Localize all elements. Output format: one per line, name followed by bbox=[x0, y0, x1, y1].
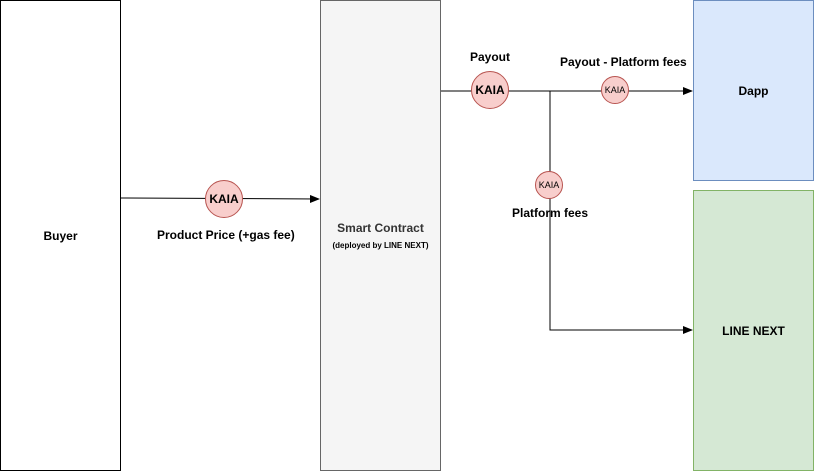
line-next-label: LINE NEXT bbox=[722, 323, 785, 338]
smart-contract-label: Smart Contract bbox=[337, 221, 424, 235]
line-next-node: LINE NEXT bbox=[693, 190, 814, 471]
product-price-label: Product Price (+gas fee) bbox=[157, 228, 295, 242]
payout-kaia-token-label: KAIA bbox=[475, 83, 505, 97]
platform-fees-label: Platform fees bbox=[512, 206, 589, 220]
smart-contract-node: Smart Contract (deployed by LINE NEXT) bbox=[320, 0, 441, 471]
product-kaia-token-label: KAIA bbox=[209, 192, 239, 206]
product-kaia-token: KAIA bbox=[205, 180, 243, 218]
platform-fee-arrow bbox=[549, 91, 693, 334]
payout-minus-fees-label: Payout - Platform fees bbox=[560, 55, 687, 69]
payout-net-kaia-token-label: KAIA bbox=[604, 85, 626, 95]
platform-fee-kaia-token-label: KAIA bbox=[538, 180, 560, 190]
payout-net-kaia-token: KAIA bbox=[601, 76, 629, 104]
buyer-label: Buyer bbox=[43, 228, 78, 243]
smart-contract-note: (deployed by LINE NEXT) bbox=[332, 241, 429, 250]
dapp-node: Dapp bbox=[693, 0, 814, 181]
payout-kaia-token: KAIA bbox=[471, 71, 509, 109]
buyer-node: Buyer bbox=[0, 0, 121, 471]
payout-label: Payout bbox=[470, 50, 511, 64]
platform-fee-kaia-token: KAIA bbox=[535, 171, 563, 199]
dapp-label: Dapp bbox=[738, 83, 769, 98]
